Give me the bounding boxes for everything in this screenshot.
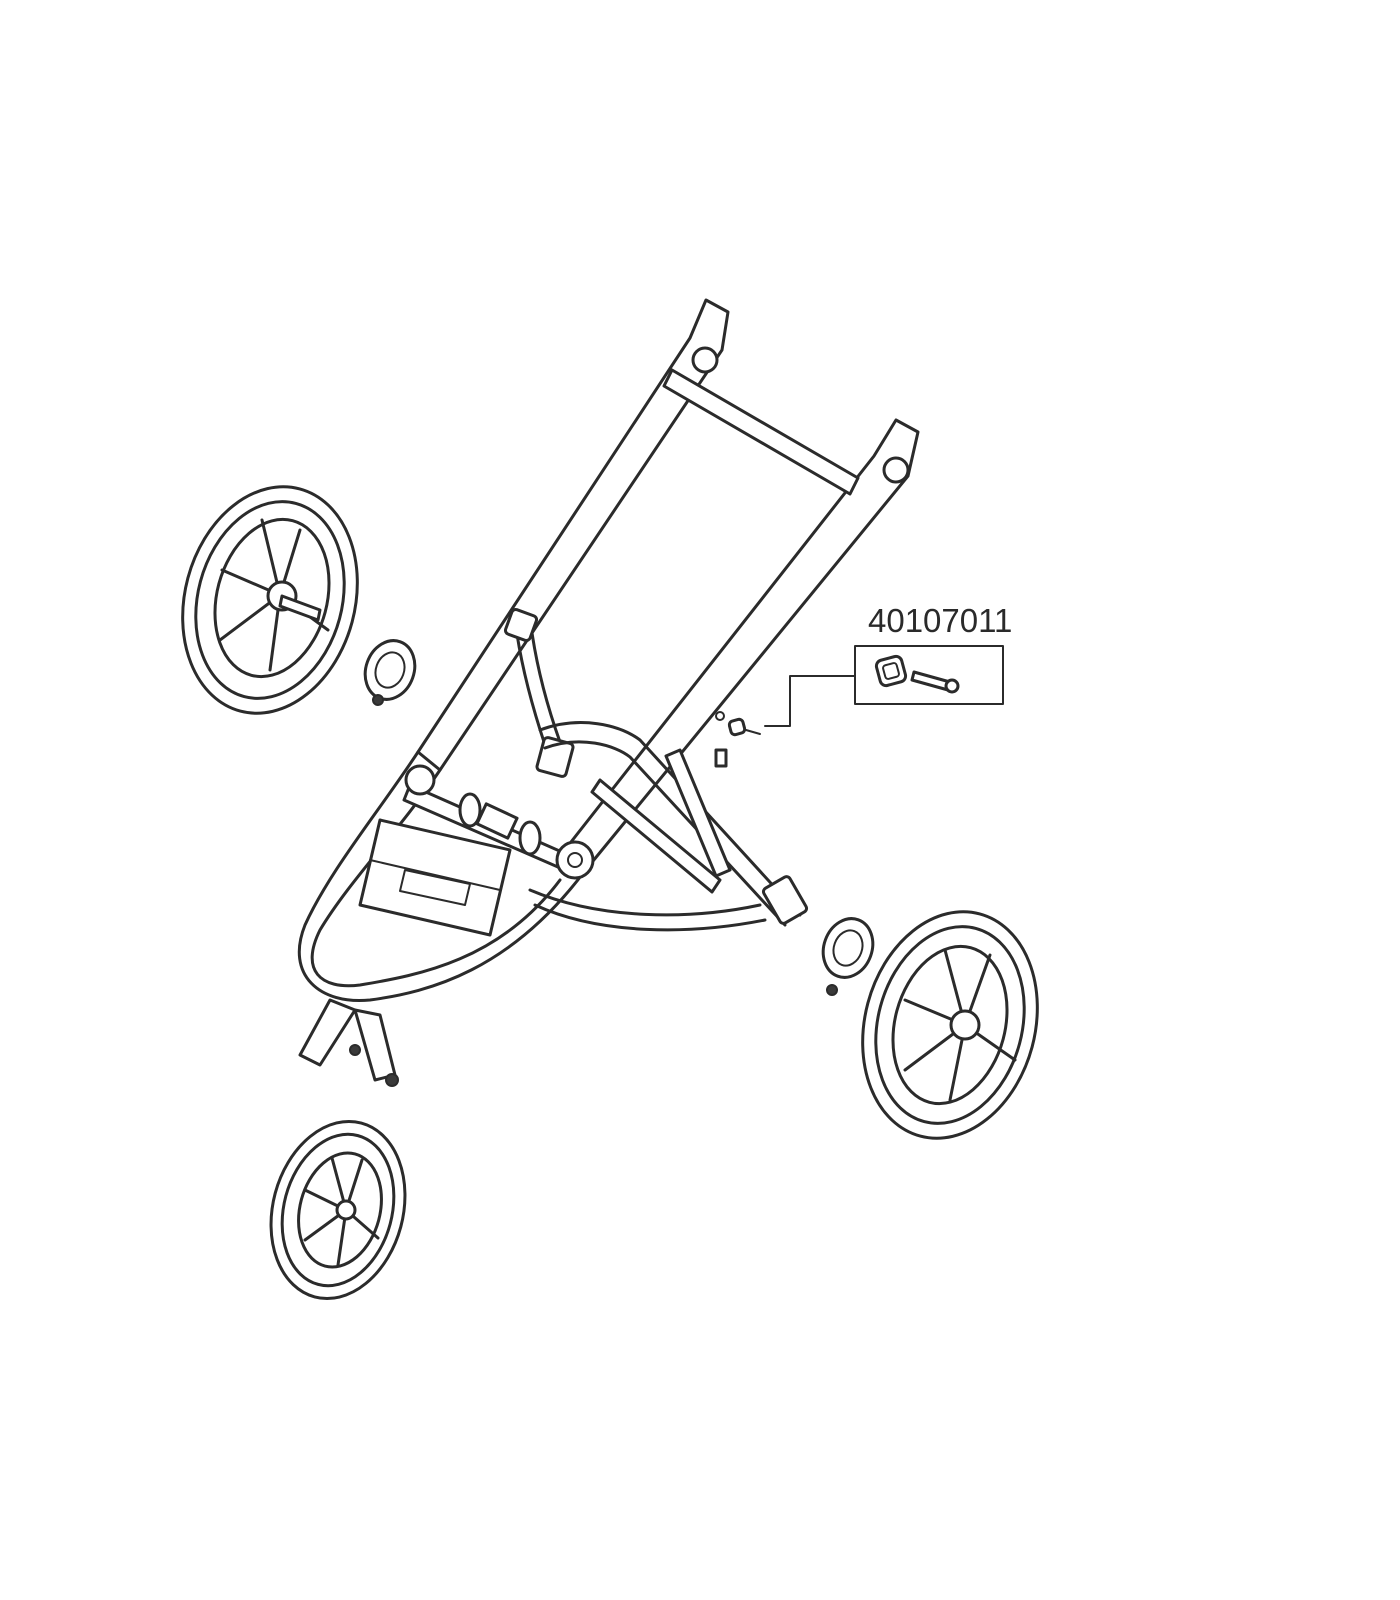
rear-wheel-right xyxy=(861,910,1039,1140)
rear-wheel-left xyxy=(181,485,359,715)
rear-axle-assembly xyxy=(402,607,809,932)
frame xyxy=(297,298,920,1087)
callout-leader xyxy=(764,645,1004,727)
part-number-label: 40107011 xyxy=(868,602,1013,639)
rear-hub-right xyxy=(821,917,875,996)
storage-basket xyxy=(358,818,512,937)
rear-hub-left xyxy=(363,639,417,706)
callout-parts xyxy=(715,654,960,737)
front-wheel xyxy=(269,1119,407,1301)
